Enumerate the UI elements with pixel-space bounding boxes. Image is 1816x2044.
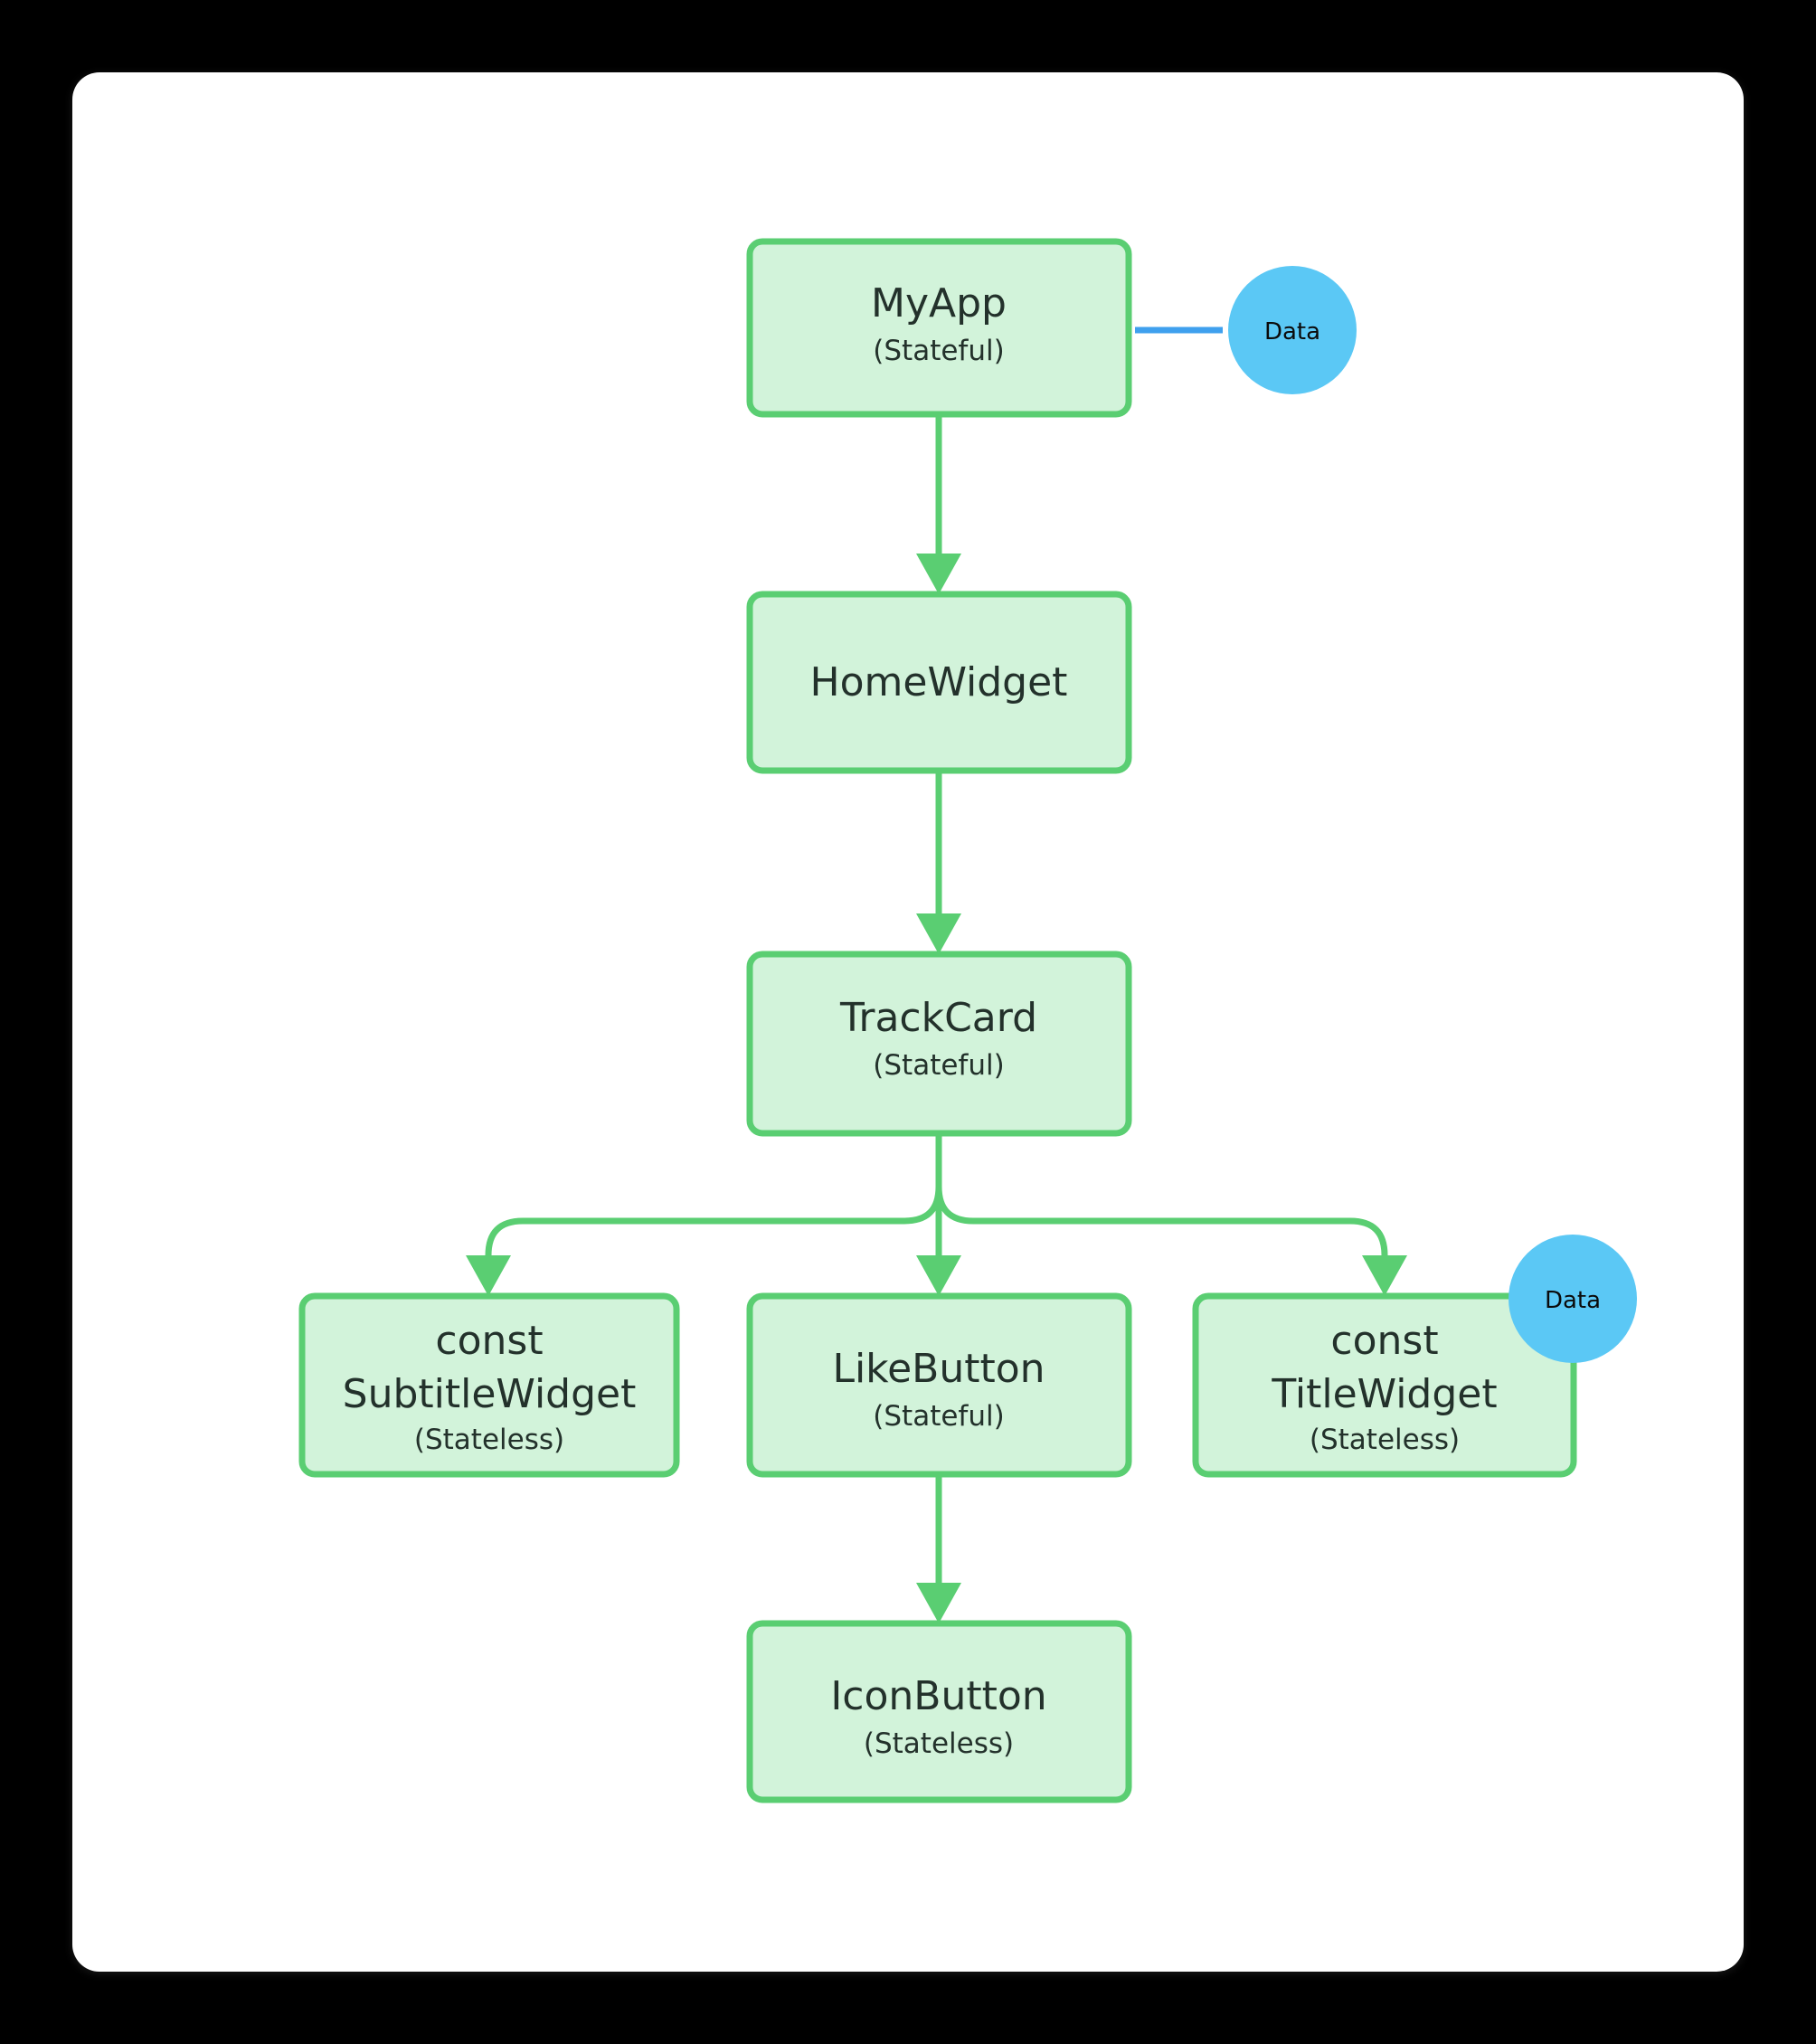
- node-myapp[interactable]: MyApp (Stateful): [746, 238, 1132, 418]
- node-subtitlewidget-title-line1: const: [435, 1318, 543, 1364]
- node-iconbutton[interactable]: IconButton (Stateless): [746, 1620, 1132, 1803]
- data-badge-titlewidget-label: Data: [1545, 1287, 1601, 1314]
- edge-trackcard-to-titlewidget: [935, 1133, 1407, 1296]
- node-homewidget-box[interactable]: [746, 591, 1132, 774]
- node-myapp-box[interactable]: [746, 238, 1132, 418]
- node-titlewidget-subtitle: (Stateless): [1310, 1424, 1460, 1456]
- edge-trackcard-to-subtitlewidget: [466, 1133, 942, 1296]
- node-iconbutton-title: IconButton: [830, 1673, 1046, 1719]
- node-myapp-subtitle: (Stateful): [873, 335, 1004, 367]
- node-likebutton-title: LikeButton: [832, 1346, 1045, 1392]
- data-badge-myapp[interactable]: Data: [1228, 266, 1357, 394]
- node-trackcard-title: TrackCard: [839, 995, 1037, 1041]
- edge-myapp-to-homewidget: [916, 414, 961, 594]
- node-trackcard-box[interactable]: [746, 951, 1132, 1137]
- node-trackcard-subtitle: (Stateful): [873, 1049, 1004, 1082]
- edge-layer: [466, 326, 1407, 1623]
- node-iconbutton-box[interactable]: [746, 1620, 1132, 1803]
- node-likebutton-subtitle: (Stateful): [873, 1400, 1004, 1433]
- node-titlewidget[interactable]: const TitleWidget (Stateless): [1192, 1292, 1577, 1478]
- node-titlewidget-title-line1: const: [1330, 1318, 1438, 1364]
- node-likebutton[interactable]: LikeButton (Stateful): [746, 1292, 1132, 1478]
- node-homewidget[interactable]: HomeWidget: [746, 591, 1132, 774]
- node-titlewidget-title-line2: TitleWidget: [1271, 1371, 1497, 1417]
- edge-homewidget-to-trackcard: [916, 771, 961, 954]
- edge-likebutton-to-iconbutton: [916, 1474, 961, 1623]
- node-myapp-title: MyApp: [871, 280, 1007, 326]
- node-titlewidget-box[interactable]: [1192, 1292, 1577, 1478]
- node-subtitlewidget-title-line2: SubtitleWidget: [343, 1371, 637, 1417]
- node-homewidget-title: HomeWidget: [810, 659, 1068, 705]
- node-trackcard[interactable]: TrackCard (Stateful): [746, 951, 1132, 1137]
- data-badge-titlewidget[interactable]: Data: [1509, 1235, 1637, 1363]
- node-iconbutton-subtitle: (Stateless): [864, 1727, 1014, 1760]
- data-badge-titlewidget-circle[interactable]: [1509, 1235, 1637, 1363]
- data-badge-myapp-label: Data: [1264, 318, 1320, 345]
- node-subtitlewidget-subtitle: (Stateless): [414, 1424, 564, 1456]
- node-likebutton-box[interactable]: [746, 1292, 1132, 1478]
- node-subtitlewidget-box[interactable]: [298, 1292, 680, 1478]
- data-badge-myapp-circle[interactable]: [1228, 266, 1357, 394]
- node-subtitlewidget[interactable]: const SubtitleWidget (Stateless): [298, 1292, 680, 1478]
